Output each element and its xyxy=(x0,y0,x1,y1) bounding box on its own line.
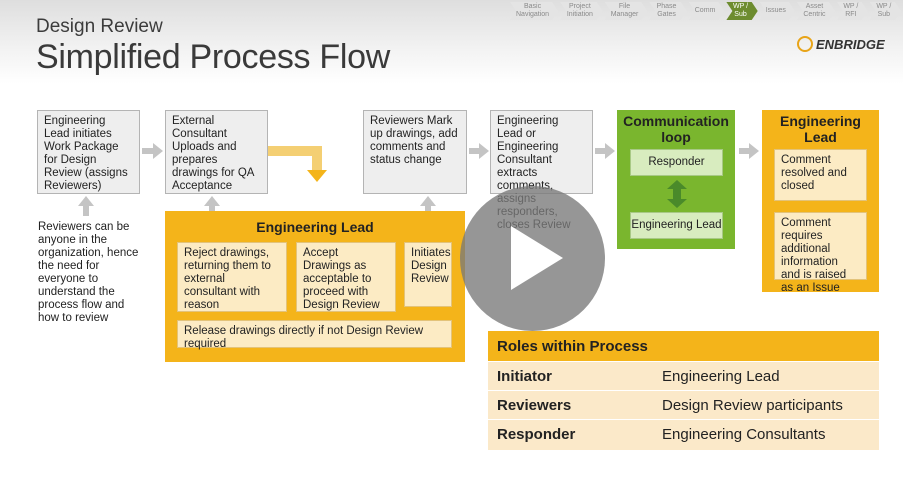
arrow-up-icon xyxy=(78,196,94,206)
arrow-right-icon xyxy=(749,143,759,159)
crumb-project-initiation[interactable]: Project Initiation xyxy=(560,2,603,20)
role-assignee: Engineering Lead xyxy=(662,367,780,385)
role-name: Initiator xyxy=(497,367,552,385)
arrow-right-icon xyxy=(479,143,489,159)
engineering-lead-box: Engineering Lead xyxy=(630,212,723,239)
roles-table-header: Roles within Process xyxy=(488,331,879,361)
responder-box: Responder xyxy=(630,149,723,176)
comment-issue-box: Comment requires additional information … xyxy=(774,212,867,294)
arrow-right-icon xyxy=(153,143,163,159)
table-row: Reviewers Design Review participants xyxy=(488,390,879,419)
communication-loop-title: Communication loop xyxy=(623,113,729,145)
engineering-lead-outcome-title: Engineering Lead xyxy=(780,113,861,145)
accept-drawings-box: Accept Drawings as acceptable to proceed… xyxy=(296,242,396,312)
table-row: Initiator Engineering Lead xyxy=(488,361,879,390)
engineering-lead-panel-title: Engineering Lead xyxy=(256,219,374,235)
role-name: Responder xyxy=(497,425,576,443)
crumb-comm[interactable]: Comm xyxy=(689,2,725,20)
arrow-down-icon xyxy=(307,170,327,182)
page-subtitle: Design Review xyxy=(36,16,163,37)
play-button[interactable] xyxy=(460,186,605,331)
arrow-shaft xyxy=(595,148,605,154)
flow-box-extract-comments: Engineering Lead or Engineering Consulta… xyxy=(490,110,593,231)
flow-box-reviewers-markup: Reviewers Mark up drawings, add comments… xyxy=(363,110,467,194)
arrow-up-icon xyxy=(204,196,220,206)
crumb-basic-navigation[interactable]: Basic Navigation xyxy=(510,2,558,20)
release-drawings-box: Release drawings directly if not Design … xyxy=(177,320,452,350)
crumb-issues[interactable]: Issues xyxy=(760,2,795,20)
crumb-wp-sub-active[interactable]: WP / Sub xyxy=(726,2,757,20)
flow-box-consultant-upload: External Consultant Uploads and prepares… xyxy=(165,110,268,194)
arrow-shaft xyxy=(268,146,322,156)
page-title: Simplified Process Flow xyxy=(36,38,390,76)
arrow-right-icon xyxy=(605,143,615,159)
table-row: Responder Engineering Consultants xyxy=(488,419,879,448)
play-icon xyxy=(511,226,563,290)
enbridge-logo-icon xyxy=(797,36,813,52)
arrow-shaft xyxy=(739,148,749,154)
roles-table: Roles within Process Initiator Engineeri… xyxy=(488,331,879,450)
initiates-review-box: Initiates Design Review xyxy=(404,242,452,307)
enbridge-logo: ENBRIDGE xyxy=(797,36,885,52)
arrow-shaft xyxy=(469,148,479,154)
crumb-wp-rfi[interactable]: WP / RFI xyxy=(837,2,868,20)
comment-resolved-box: Comment resolved and closed xyxy=(774,149,867,201)
logo-text: ENBRIDGE xyxy=(816,36,885,52)
flow-box-initiate: Engineering Lead initiates Work Package … xyxy=(37,110,140,194)
role-assignee: Engineering Consultants xyxy=(662,425,826,443)
arrow-up-icon xyxy=(420,196,436,206)
crumb-wp-sub[interactable]: WP / Sub xyxy=(870,2,901,20)
arrow-shaft xyxy=(142,148,154,154)
arrow-shaft xyxy=(312,146,322,170)
reviewers-note: Reviewers can be anyone in the organizat… xyxy=(38,221,139,324)
arrow-shaft xyxy=(425,205,431,212)
crumb-asset-centric[interactable]: Asset Centric xyxy=(797,2,835,20)
role-assignee: Design Review participants xyxy=(662,396,843,414)
breadcrumb-nav: Basic Navigation Project Initiation File… xyxy=(510,2,903,20)
arrow-shaft xyxy=(209,205,215,212)
role-name: Reviewers xyxy=(497,396,572,414)
reject-drawings-box: Reject drawings, returning them to exter… xyxy=(177,242,287,312)
arrow-shaft xyxy=(83,205,89,216)
crumb-phase-gates[interactable]: Phase Gates xyxy=(649,2,686,20)
crumb-file-manager[interactable]: File Manager xyxy=(605,2,648,20)
bidirectional-arrow-icon xyxy=(667,180,687,208)
